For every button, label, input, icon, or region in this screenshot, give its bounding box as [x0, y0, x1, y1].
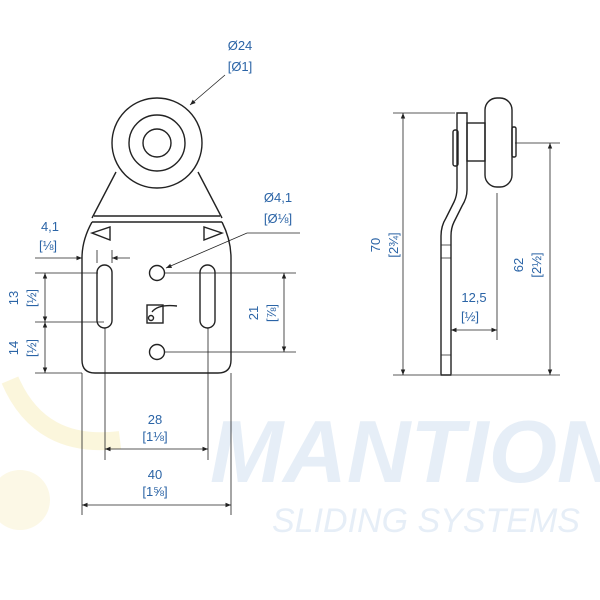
front-view: Ø24 [Ø1] Ø4,1 [Ø⅛] 4,1 [⅛] 13 [½] 14 [½]…: [6, 38, 300, 515]
lower-offset-imperial: [½]: [24, 339, 39, 357]
hole-upper: [148, 264, 166, 282]
mounting-plate: [81, 221, 232, 374]
hole-spacing-imperial: [⅞]: [264, 304, 279, 322]
watermark-tagline: SLIDING SYSTEMS: [272, 502, 580, 540]
plate-width-imperial: [1⅝]: [142, 484, 167, 499]
slot-width-imperial: [⅛]: [39, 238, 57, 253]
triangle-mark-left: [89, 226, 111, 242]
total-height-imperial: [2¾]: [386, 232, 401, 257]
wheel-inner: [128, 114, 186, 172]
watermark-brand: MANTION: [210, 402, 600, 501]
wheel-diameter-metric: Ø24: [228, 38, 253, 53]
slot-spacing-metric: 28: [148, 412, 162, 427]
plate-width-metric: 40: [148, 467, 162, 482]
hole-spacing-metric: 21: [246, 306, 261, 320]
bracket-sides: [91, 171, 223, 219]
upper-offset-metric: 13: [6, 291, 21, 305]
axle: [466, 122, 486, 162]
watermark-dot: [0, 470, 50, 530]
wheel-outer: [111, 97, 203, 189]
dimension-lines: [35, 74, 300, 515]
axle-cap: [511, 126, 517, 158]
bracket-fold: [92, 215, 222, 223]
wheel-diameter-imperial: [Ø1]: [228, 59, 253, 74]
axle-height-metric: 62: [511, 258, 526, 272]
hole-diameter-imperial: [Ø⅛]: [264, 211, 292, 226]
upper-offset-imperial: [½]: [24, 289, 39, 307]
wheel-hub: [142, 128, 172, 158]
rivet-head: [452, 129, 459, 167]
lower-offset-metric: 14: [6, 341, 21, 355]
side-view: 70 [2¾] 62 [2½] 12,5 [½]: [368, 97, 560, 376]
slot-right: [199, 264, 216, 329]
hole-diameter-metric: Ø4,1: [264, 190, 292, 205]
wheel-offset-metric: 12,5: [461, 290, 486, 305]
wheel-side: [484, 97, 513, 188]
axle-height-imperial: [2½]: [529, 252, 544, 277]
hole-lower: [148, 343, 166, 361]
triangle-mark-right: [203, 226, 225, 242]
slot-width-metric: 4,1: [41, 219, 59, 234]
wheel-offset-imperial: [½]: [461, 309, 479, 324]
adjuster-icon: [146, 304, 178, 324]
side-dimension-lines: [393, 112, 560, 376]
watermark: MANTION SLIDING SYSTEMS: [0, 376, 600, 540]
slot-left: [96, 264, 113, 329]
side-plate: [440, 112, 468, 376]
watermark-arc: [1, 376, 122, 451]
slot-spacing-imperial: [1⅛]: [142, 429, 167, 444]
total-height-metric: 70: [368, 238, 383, 252]
